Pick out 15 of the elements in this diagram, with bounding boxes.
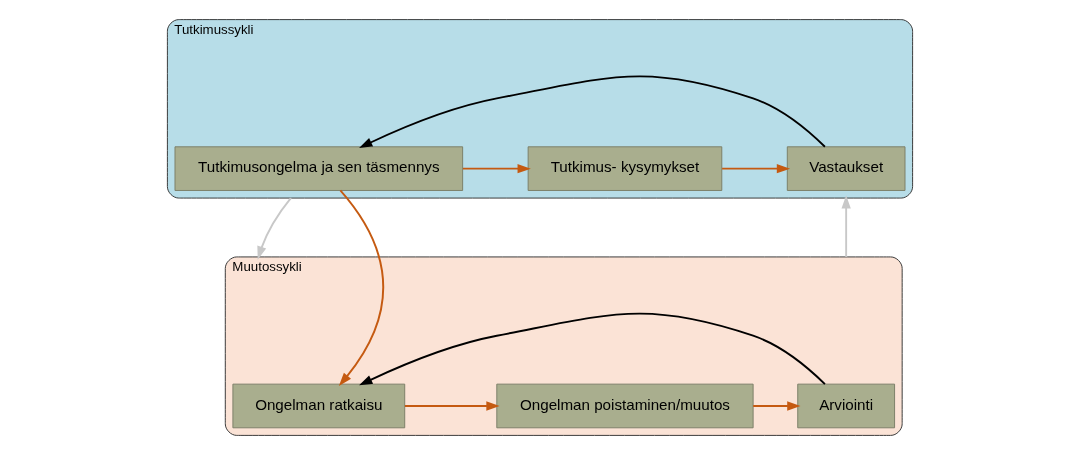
arrow [720,164,790,174]
arrow [358,312,826,386]
node-box: Vastaukset [786,146,905,191]
arrow [751,401,800,411]
node-box: Arviointi [796,383,895,429]
node-box: Tutkimus- kysymykset [527,146,722,191]
arrow [358,75,826,148]
arrow [256,197,292,260]
node-box: Ongelman poistaminen/muutos [495,383,754,429]
arrow [403,401,500,411]
node-box: Ongelman ratkaisu [231,383,405,429]
arrow [338,189,384,386]
arrow [841,195,851,258]
arrow [461,164,531,174]
node-box: Tutkimusongelma ja sen täsmennys [174,146,463,191]
